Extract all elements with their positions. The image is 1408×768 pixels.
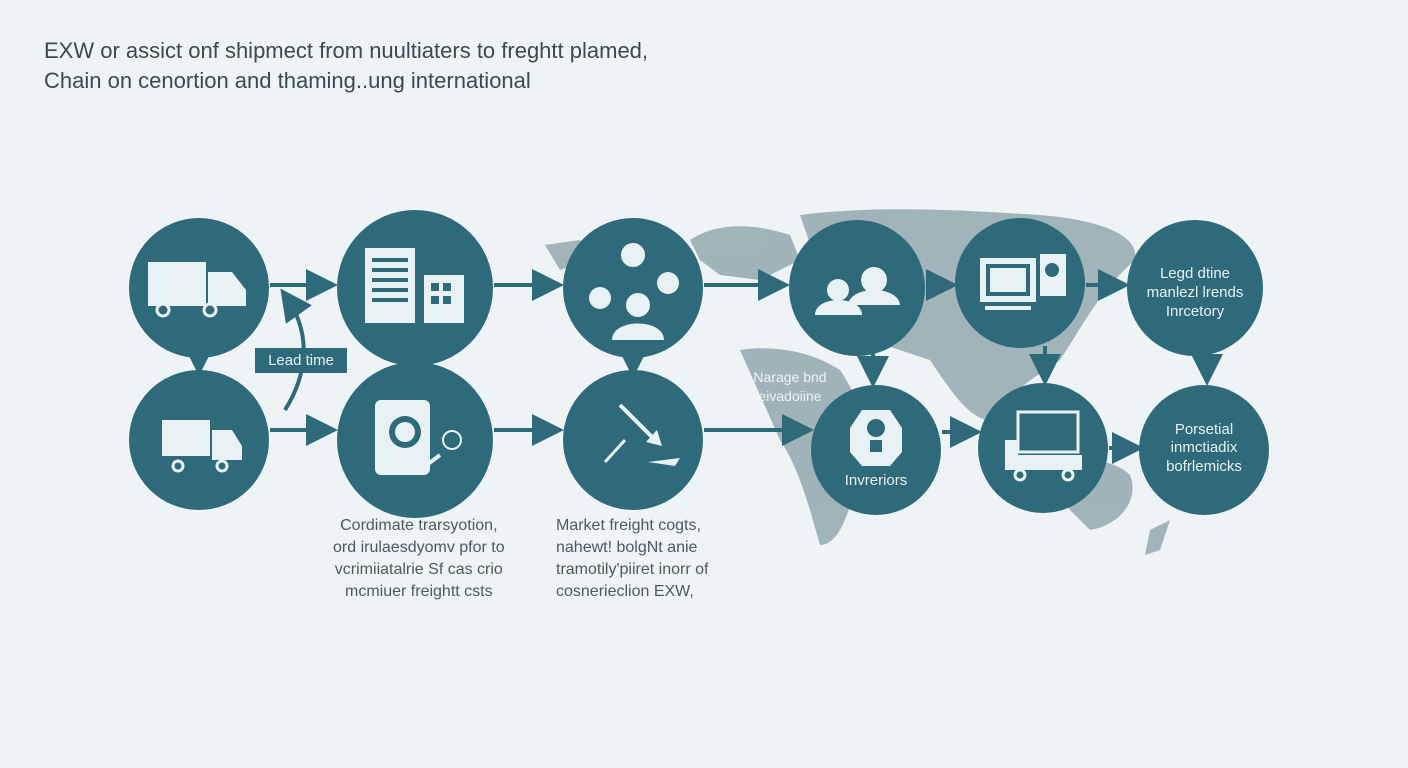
downward-arrow-icon (603, 403, 680, 466)
monitor-gear-icon (980, 254, 1066, 310)
caption-left: Cordimate trarsyotion, ord irulaesdyomv … (333, 515, 505, 603)
caption-line: Market freight cogts, (556, 517, 701, 534)
people-icon (815, 267, 900, 315)
caption-line: ord irulaesdyomv pfor to (333, 539, 505, 556)
payment-card-icon (375, 400, 462, 475)
leadtime-node-line-2: manlezl lrends (1147, 284, 1244, 301)
leadtime-node-line-1: Legd dtine (1160, 265, 1230, 282)
node-leadtime (1127, 220, 1263, 356)
caption-line: cosnerieclion EXW, (556, 583, 694, 600)
node-cost-arrow (563, 370, 703, 510)
caption-right: Market freight cogts, nahewt! bolgNt ani… (556, 515, 708, 603)
node-bottlenecks (1139, 385, 1269, 515)
inventory-node-label: Invreriors (845, 472, 908, 489)
title-line-1: EXW or assict onf shipmect from nuultiat… (44, 38, 649, 63)
lead-time-label: Lead time (255, 348, 347, 373)
bottlenecks-line-2: inmctiadix (1171, 439, 1238, 456)
node-locations (563, 218, 703, 358)
caption-line: tramotily'piiret inorr of (556, 561, 709, 578)
caption-line: nahewt! bolgNt anie (556, 539, 698, 556)
map-label-line-2: eivadoiine (758, 388, 821, 404)
monitor-cart-icon (1005, 410, 1082, 482)
title-line-2: Chain on cenortion and thaming..ung inte… (44, 68, 531, 93)
bottlenecks-line-1: Porsetial (1175, 421, 1233, 438)
truck-icon (148, 262, 246, 318)
diagram-title: EXW or assict onf shipmect from nuultiat… (44, 36, 648, 96)
document-building-icon (365, 248, 464, 323)
map-label-line-1: Narage bnd (753, 369, 826, 385)
truck-icon (162, 420, 242, 473)
leadtime-node-line-3: Inrcetory (1166, 303, 1225, 320)
bottlenecks-line-3: bofrlemicks (1166, 458, 1242, 475)
node-people (789, 220, 925, 356)
lightbulb-icon (850, 410, 902, 466)
map-pin-person-icon (589, 243, 679, 340)
node-cart (978, 383, 1108, 513)
caption-line: Cordimate trarsyotion, (340, 517, 498, 534)
caption-line: vcrimiiatalrie Sf cas crio (334, 561, 503, 578)
caption-line: mcmiuer freightt csts (345, 583, 493, 600)
